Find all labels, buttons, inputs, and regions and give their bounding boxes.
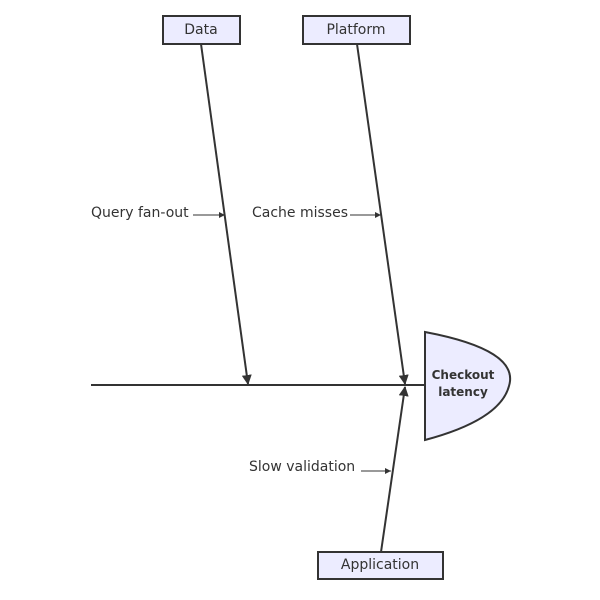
cause-slow-validation: Slow validation [249,459,355,475]
application-bone [380,386,409,553]
category-label: Platform [326,22,385,38]
platform-bone [356,43,409,385]
category-box [317,551,444,580]
effect-label-line1: Checkout [432,368,495,382]
effect-shape [424,330,512,442]
category-data[interactable]: Data [162,15,241,45]
data-bone [200,43,252,385]
cause-cache-misses: Cache misses [252,205,348,221]
effect-head[interactable]: Checkout latency [424,330,512,442]
category-label: Application [341,557,419,573]
cause-query-fan-out: Query fan-out [91,205,189,221]
category-box [302,15,411,45]
category-box [162,15,241,45]
category-platform[interactable]: Platform [302,15,411,45]
category-application[interactable]: Application [317,551,444,580]
category-label: Data [184,22,217,38]
effect-label-line2: latency [438,385,488,399]
